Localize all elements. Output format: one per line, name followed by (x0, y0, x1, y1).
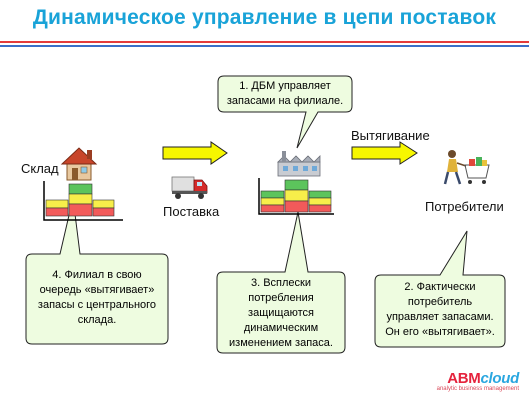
callout-4-bubble (25, 197, 169, 345)
title-rule-blue (0, 45, 529, 47)
house-icon (60, 147, 98, 181)
pull-arrow (351, 141, 418, 165)
callout-3-bubble (216, 211, 346, 354)
factory-icon (277, 151, 321, 177)
warehouse-label: Склад (21, 161, 59, 176)
warehouse-stock-buffers (43, 181, 123, 221)
delivery-label: Поставка (163, 204, 220, 219)
consumers-label: Потребители (425, 199, 504, 214)
page-title: Динамическое управление в цепи поставок (32, 6, 497, 29)
delivery-arrow (162, 141, 228, 165)
truck-icon (171, 176, 208, 199)
title-rule-red (0, 41, 529, 43)
brand-logo: ABMcloud analytic business management (436, 370, 520, 392)
shopper-icon (443, 150, 490, 185)
branch-stock-buffers (258, 178, 334, 215)
callout-1-bubble (217, 75, 353, 149)
pull-label: Вытягивание (351, 128, 430, 143)
callout-2-bubble (374, 230, 506, 348)
